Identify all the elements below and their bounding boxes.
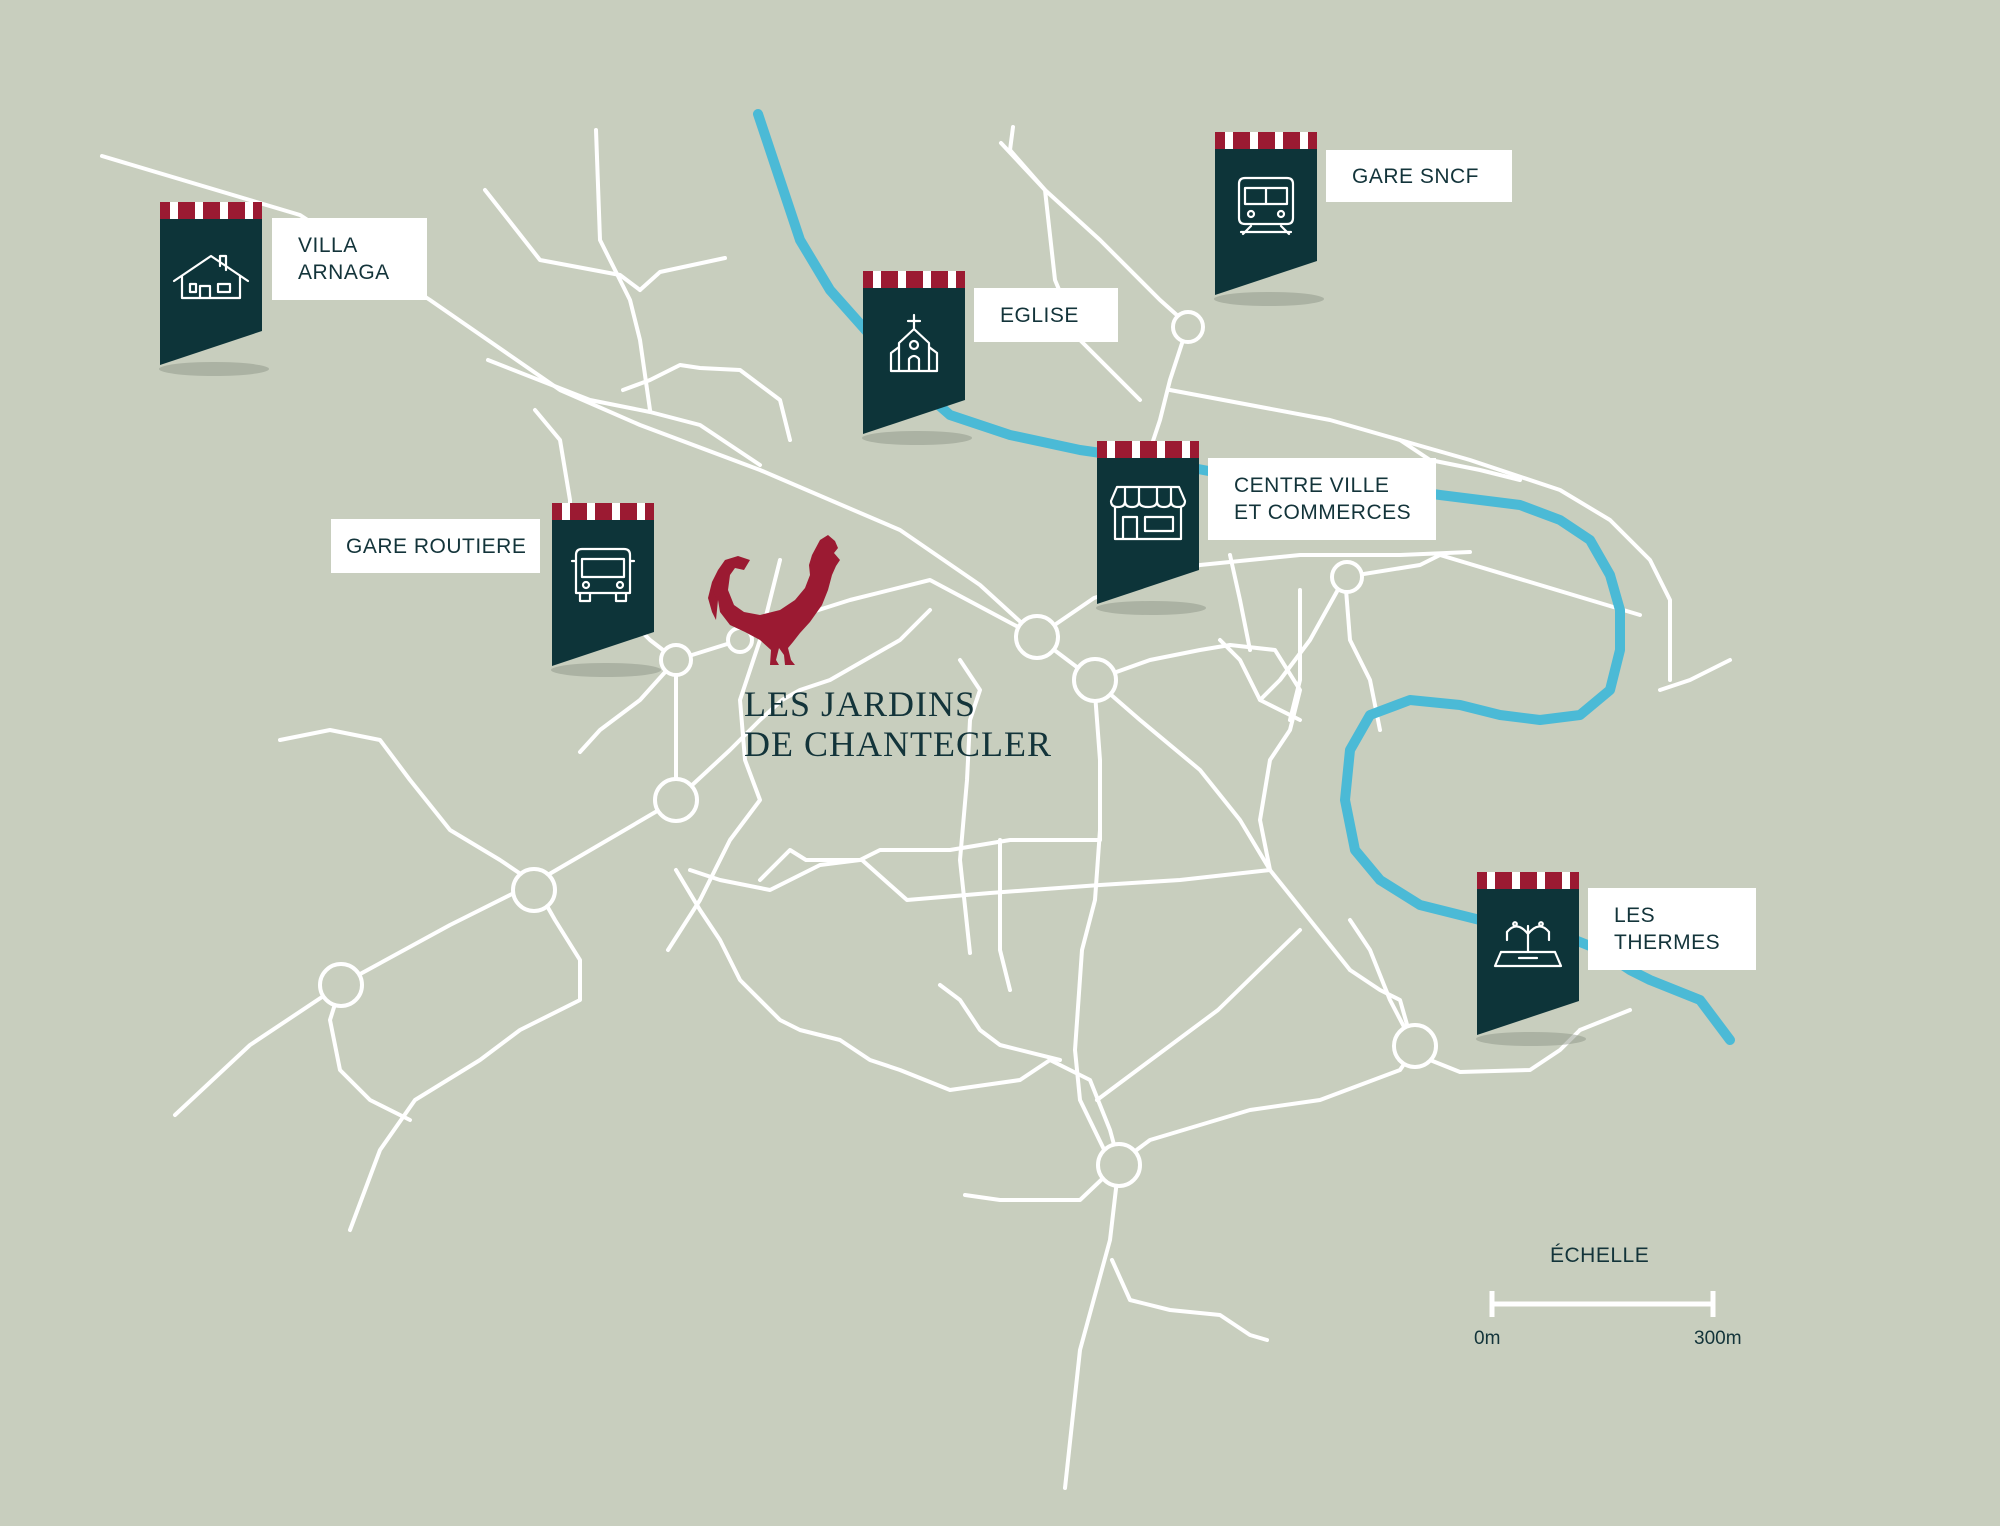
marker-banner [1097,441,1199,604]
scale-start: 0m [1474,1328,1501,1349]
marker-crenel-notch [873,271,881,288]
marker-crenel-notch [1512,872,1520,889]
marker-les-thermes[interactable] [1476,872,1586,1046]
marker-shadow [551,663,661,677]
label-gare-routiere[interactable]: GARE ROUTIERE [331,519,540,573]
marker-crenel [1215,132,1317,149]
marker-crenel-notch [898,271,906,288]
marker-crenel-band [160,219,262,221]
marker-banner [552,503,654,666]
marker-crenel-notch [1250,132,1258,149]
marker-crenel-notch [245,202,253,219]
marker-banner [1477,872,1579,1035]
fountain-icon [1493,921,1563,968]
label-villa-arnaga[interactable]: VILLA ARNAGA [272,218,427,300]
marker-crenel-notch [1107,441,1115,458]
marker-crenel-band [1097,458,1199,460]
marker-crenel-notch [1300,132,1308,149]
label-centre-ville[interactable]: CENTRE VILLE ET COMMERCES [1208,458,1436,540]
bus-icon [570,547,636,603]
marker-crenel-notch [587,503,595,520]
rooster-icon [708,535,840,665]
shop-icon [1109,485,1187,541]
road-network [100,125,1732,1490]
marker-crenel-notch [220,202,228,219]
marker-crenel-band [1215,149,1317,151]
marker-banner [1215,132,1317,295]
marker-crenel-notch [1487,872,1495,889]
marker-crenel-notch [1537,872,1545,889]
marker-crenel [863,271,965,288]
roundabouts [318,310,1438,1188]
marker-shadow [1214,292,1324,306]
marker-crenel-notch [195,202,203,219]
label-gare-sncf[interactable]: GARE SNCF [1326,150,1512,202]
marker-gare-sncf[interactable] [1214,132,1324,306]
landmark-markers [159,132,1586,1046]
marker-shadow [159,362,269,376]
marker-crenel-notch [1132,441,1140,458]
marker-crenel [552,503,654,520]
brand-logo: LES JARDINS DE CHANTECLER [744,684,1052,764]
house-icon [172,254,250,300]
scale-bar [1489,1291,1716,1317]
marker-crenel-notch [612,503,620,520]
marker-crenel-notch [1182,441,1190,458]
marker-eglise[interactable] [862,271,972,445]
marker-crenel-notch [923,271,931,288]
marker-crenel-band [552,520,654,522]
marker-crenel-notch [1225,132,1233,149]
marker-crenel-notch [1562,872,1570,889]
marker-crenel-notch [562,503,570,520]
marker-crenel-notch [637,503,645,520]
marker-shadow [1096,601,1206,615]
river [753,109,1735,1045]
church-icon [889,313,939,373]
marker-banner [160,202,262,365]
scale-end: 300m [1694,1328,1742,1349]
marker-crenel-band [1477,889,1579,891]
marker-crenel-band [863,288,965,290]
marker-shadow [1476,1032,1586,1046]
marker-crenel-notch [948,271,956,288]
marker-crenel [1097,441,1199,458]
marker-crenel [160,202,262,219]
marker-crenel [1477,872,1579,889]
brand-line-2: DE CHANTECLER [744,724,1052,764]
brand-line-1: LES JARDINS [744,684,977,724]
marker-banner [863,271,965,434]
label-les-thermes[interactable]: LES THERMES [1588,888,1756,970]
marker-centre-ville[interactable] [1096,441,1206,615]
train-icon [1237,176,1295,236]
marker-gare-routiere[interactable] [551,503,661,677]
scale-title: ÉCHELLE [1550,1244,1650,1267]
marker-crenel-notch [170,202,178,219]
marker-crenel-notch [1275,132,1283,149]
label-eglise[interactable]: EGLISE [974,288,1118,342]
marker-crenel-notch [1157,441,1165,458]
marker-villa-arnaga[interactable] [159,202,269,376]
marker-shadow [862,431,972,445]
